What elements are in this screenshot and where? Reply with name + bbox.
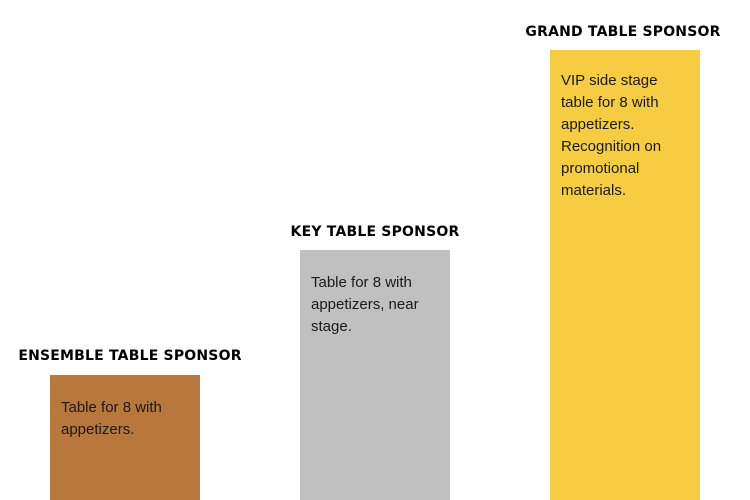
tier-description-grand: VIP side stage table for 8 with appetize… xyxy=(561,72,662,199)
tier-description-key: Table for 8 with appetizers, near stage. xyxy=(311,274,419,335)
tier-box-key: Table for 8 with appetizers, near stage. xyxy=(300,250,450,500)
tier-title-key: KEY TABLE SPONSOR xyxy=(290,224,460,240)
tier-description-ensemble: Table for 8 with appetizers. xyxy=(61,399,162,438)
tier-box-grand: VIP side stage table for 8 with appetize… xyxy=(550,50,700,500)
tier-title-grand: GRAND TABLE SPONSOR xyxy=(525,24,721,40)
tier-box-ensemble: Table for 8 with appetizers. xyxy=(50,375,200,500)
tier-title-ensemble: ENSEMBLE TABLE SPONSOR xyxy=(18,348,242,364)
